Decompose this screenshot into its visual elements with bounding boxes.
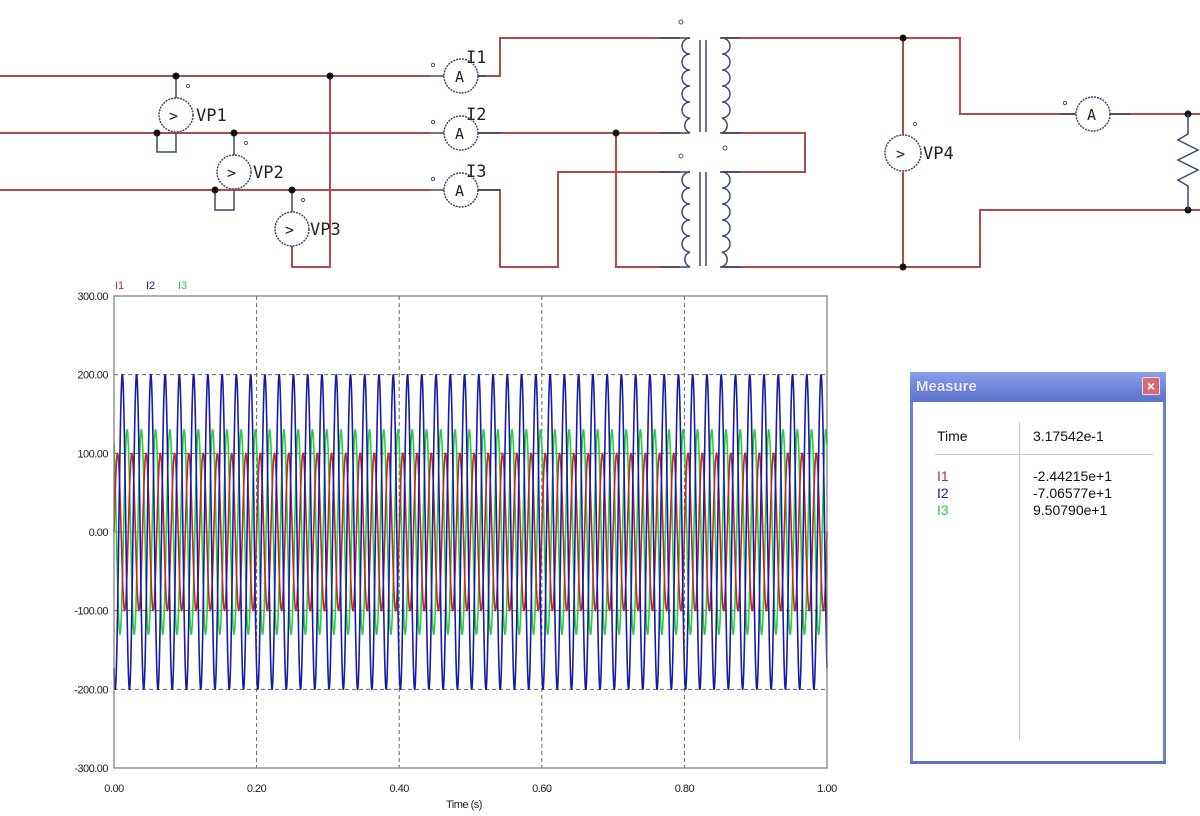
- x-tick-label: 0.80: [675, 783, 695, 795]
- voltmeter-icon: >: [227, 164, 236, 182]
- ammeter-icon: A: [455, 68, 464, 86]
- y-tick-label: -300.00: [74, 763, 108, 775]
- voltmeter-label: VP2: [253, 163, 284, 183]
- measure-title: Measure: [916, 378, 977, 395]
- measure-row-value: 9.50790e+1: [1033, 502, 1108, 518]
- trace-i2: [113, 373, 828, 691]
- wire-i1-out: [478, 37, 680, 77]
- y-tick-label: 100.00: [77, 448, 108, 460]
- ammeter-icon: A: [1087, 106, 1096, 124]
- wire-sec-top: [720, 37, 1075, 115]
- measure-body: Time 3.17542e-1 I1 -2.44215e+1 I2 -7.065…: [913, 402, 1163, 761]
- wire-sec-link: [720, 132, 806, 173]
- ammeter-icon: A: [455, 182, 464, 200]
- ammeter-i3[interactable]: A I3: [430, 162, 500, 208]
- trace-i1: [113, 452, 828, 612]
- x-tick-label: 0.60: [532, 783, 552, 795]
- ammeter-label: I1: [466, 48, 486, 68]
- x-tick-label: 0.20: [247, 783, 267, 795]
- waveform-chart: I1 I2 I3 300.00 200.00 100.00 0.00 -100.00 -2…: [74, 280, 837, 811]
- y-tick-label: -100.00: [74, 606, 108, 618]
- close-button[interactable]: ×: [1142, 377, 1160, 395]
- measure-titlebar[interactable]: Measure ×: [910, 372, 1166, 402]
- ammeter-i2[interactable]: A I2: [430, 105, 500, 151]
- voltmeter-vp3[interactable]: > VP3: [274, 197, 341, 247]
- wires: [0, 37, 1200, 268]
- voltmeter-leads: [156, 76, 293, 212]
- junctions: [153, 34, 1192, 271]
- x-tick-label: 0.40: [389, 783, 409, 795]
- y-tick-label: -200.00: [74, 684, 108, 696]
- trace-i3: [113, 428, 828, 636]
- window-frame-bottom: [910, 761, 1166, 764]
- y-axis-ticks: 300.00 200.00 100.00 0.00 -100.00 -200.00 -300…: [74, 291, 109, 775]
- voltmeter-label: VP4: [923, 144, 954, 164]
- ammeter-label: I3: [466, 162, 486, 182]
- y-tick-label: 200.00: [77, 370, 108, 382]
- time-value: 3.17542e-1: [1033, 428, 1104, 444]
- voltmeter-vp2[interactable]: > VP2: [216, 140, 284, 190]
- wire-neutral: [615, 133, 680, 268]
- measure-row-name: I3: [937, 502, 949, 518]
- plot-frame: [113, 295, 828, 769]
- legend-i1: I1: [115, 280, 124, 292]
- voltmeter-vp4[interactable]: > VP4: [884, 121, 954, 172]
- legend-i2: I2: [146, 280, 155, 292]
- y-tick-label: 0.00: [89, 527, 109, 539]
- y-tick-label: 300.00: [77, 291, 108, 303]
- measure-row-value: -7.06577e+1: [1033, 485, 1113, 501]
- header-divider: [935, 454, 1153, 455]
- circuit-schematic: > VP1 > VP2 > VP3 > VP4 A I1 A I2 A: [0, 19, 1200, 271]
- voltmeter-label: VP3: [310, 220, 341, 240]
- legend-i3: I3: [178, 280, 187, 292]
- time-label: Time: [937, 428, 968, 444]
- transformer-upper[interactable]: [660, 19, 740, 134]
- measure-window: Measure × Time 3.17542e-1 I1 -2.44215e+1…: [910, 372, 1166, 764]
- column-divider: [1019, 422, 1020, 740]
- measure-row-name: I1: [937, 468, 949, 484]
- ammeter-i1[interactable]: A I1: [430, 48, 486, 94]
- voltmeter-icon: >: [285, 221, 294, 239]
- x-tick-label: 0.00: [104, 783, 124, 795]
- measure-row-name: I2: [937, 485, 949, 501]
- transformer-lower[interactable]: [660, 145, 740, 268]
- voltmeter-icon: >: [896, 145, 905, 163]
- x-axis-label: Time (s): [446, 799, 482, 811]
- voltmeter-vp1[interactable]: > VP1: [158, 83, 227, 133]
- wire-i3-out: [478, 171, 680, 268]
- x-tick-label: 1.00: [817, 783, 837, 795]
- load-resistor[interactable]: [1176, 114, 1200, 210]
- chart-legend: I1 I2 I3: [115, 280, 187, 292]
- voltmeter-icon: >: [169, 107, 178, 125]
- ammeter-load[interactable]: A: [1060, 96, 1130, 132]
- measure-row-value: -2.44215e+1: [1033, 468, 1113, 484]
- x-axis-ticks: 0.00 0.20 0.40 0.60 0.80 1.00: [104, 783, 837, 795]
- ammeter-label: I2: [466, 105, 486, 125]
- wire-sec-bottom: [720, 209, 1200, 268]
- wire-vp3-return: [291, 76, 331, 268]
- ammeter-icon: A: [455, 125, 464, 143]
- voltmeter-label: VP1: [196, 106, 227, 126]
- chart-traces: [113, 373, 828, 691]
